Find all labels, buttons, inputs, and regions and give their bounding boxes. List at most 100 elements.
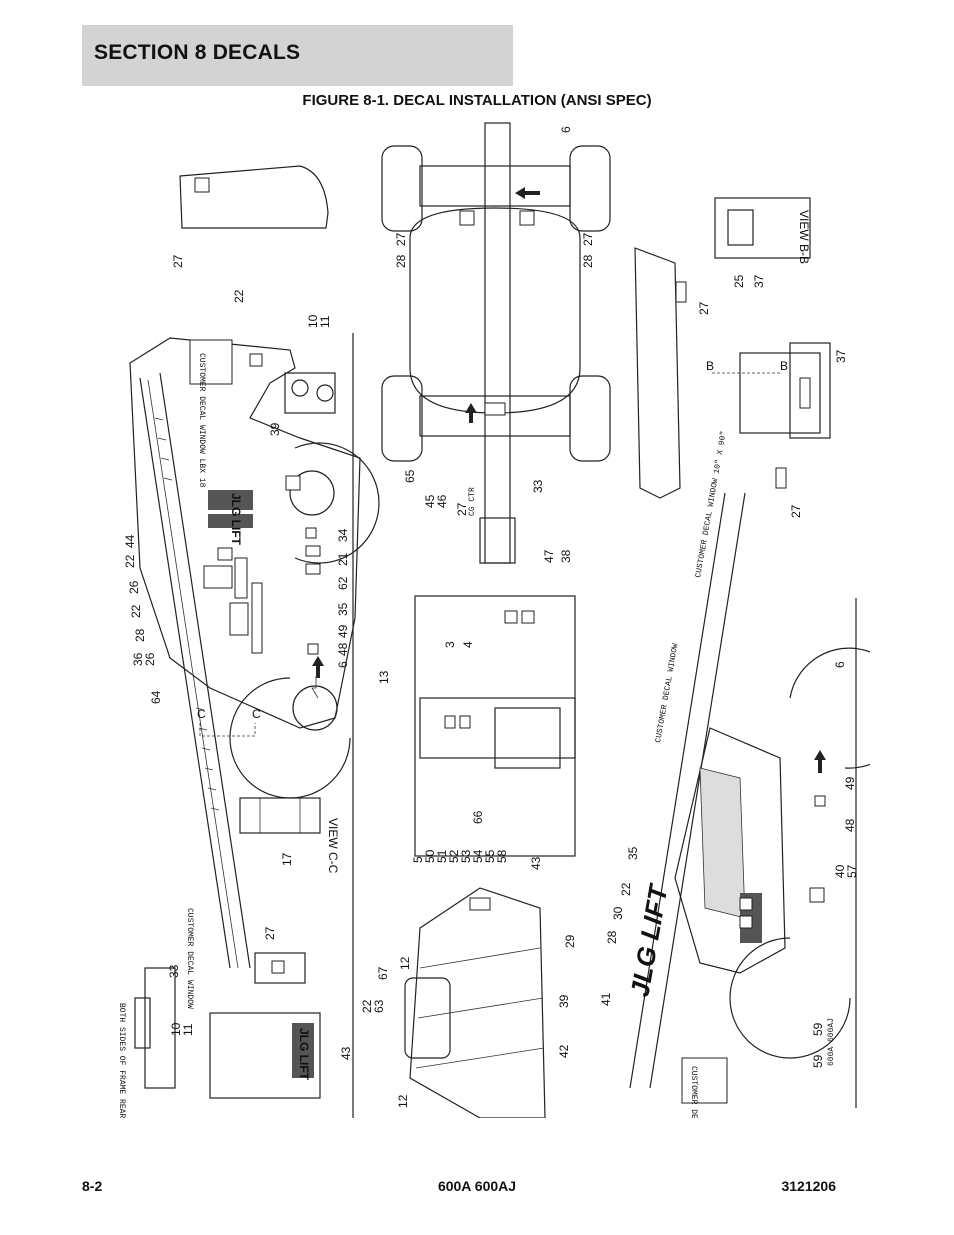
callout-12-b: 12 [396,1094,410,1108]
customer-decal-lbx-note: CUSTOMER DECAL WINDOW LBX 18 [197,353,206,488]
callout-6-a: 6 [336,661,350,668]
callout-6-b: 6 [559,126,573,133]
view-bb-label: VIEW B-B [797,210,811,264]
callout-63: 63 [372,999,386,1013]
callout-27-f: 27 [697,301,711,315]
model-note-right: 600A 600AJ [827,1018,836,1066]
callout-30: 30 [611,906,625,920]
callout-55: 55 [483,849,497,863]
engine-view: 47 38 13 3 4 66 [377,549,576,857]
figure-title: FIGURE 8-1. DECAL INSTALLATION (ANSI SPE… [302,92,652,109]
both-sides-frame-rear-note: BOTH SIDES OF FRAME REAR [117,1003,126,1118]
decal-installation-drawing: CUSTOMER DECAL WINDOW LBX 18 JLG LIFT [117,122,870,1118]
callout-26-b: 26 [143,652,157,666]
callout-35-a: 35 [336,602,350,616]
callout-40: 40 [833,864,847,878]
right-upper-views: VIEW B-B B B 25 37 27 37 27 [634,197,848,518]
footer-model: 600A 600AJ [437,1178,517,1194]
callout-12-a: 12 [398,956,412,970]
callout-3: 3 [443,641,457,648]
callout-57: 57 [845,864,859,878]
callout-13: 13 [377,670,391,684]
callout-53: 53 [459,849,473,863]
callout-44: 44 [123,534,137,548]
callout-27-a: 27 [171,254,185,268]
callout-6-c: 6 [833,661,847,668]
brand-logo-left: JLG LIFT [229,493,243,546]
section-c-marker-1: C [197,707,206,721]
top-chassis-view: 6 28 27 28 27 65 46 45 27 CG CTR 33 [381,122,611,564]
callout-28-b: 28 [394,254,408,268]
page-number: 8-2 [82,1178,103,1194]
callout-58: 58 [495,849,509,863]
section-b-marker-2: B [780,359,788,373]
callout-27-d: 27 [581,232,595,246]
callout-66: 66 [471,810,485,824]
callout-11-b: 11 [181,1023,195,1036]
callout-22-d: 22 [360,999,374,1013]
right-side-view: CUSTOMER DECAL WINDOW 10" X 90" CUSTOMER… [599,430,870,1118]
callout-11-a: 11 [318,315,332,328]
callout-64: 64 [149,690,163,704]
callout-27-b: 27 [263,926,277,940]
callout-27-e: 27 [455,502,469,516]
callout-39-b: 39 [557,994,571,1008]
callout-48-b: 48 [843,818,857,832]
callout-28-c: 28 [581,254,595,268]
callout-27-c: 27 [394,232,408,246]
section-title: SECTION 8 DECALS [94,41,301,64]
callout-5: 5 [411,856,425,863]
callout-45: 45 [423,494,437,508]
callout-26-a: 26 [127,580,141,594]
callout-59-a: 59 [811,1022,825,1036]
callout-62: 62 [336,576,350,590]
callout-59-b: 59 [811,1054,825,1068]
section-banner: SECTION 8 DECALS [82,25,513,86]
cg-label: CG CTR [468,487,477,516]
callout-10-b: 10 [169,1022,183,1036]
view-cc-label: VIEW C-C [326,818,340,874]
callout-43-a: 43 [339,1046,353,1060]
callout-65: 65 [403,469,417,483]
callout-67: 67 [376,966,390,980]
callout-41: 41 [599,992,613,1006]
callout-43-b: 43 [529,856,543,870]
callout-33-b: 33 [531,479,545,493]
callout-48-a: 48 [336,642,350,656]
customer-decal-lbx-right-note: CUSTOMER DECAL WINDOW LBX 18 [689,1066,698,1118]
brand-logo-platform-left: JLG LIFT [297,1028,311,1081]
callout-49-a: 49 [336,624,350,638]
callout-37-a: 37 [752,274,766,288]
callout-37-b: 37 [834,349,848,363]
callout-50: 50 [423,849,437,863]
callout-42: 42 [557,1044,571,1058]
callout-4: 4 [461,641,475,648]
section-b-marker-1: B [706,359,714,373]
left-side-view: CUSTOMER DECAL WINDOW LBX 18 JLG LIFT [117,165,380,1118]
callout-49-b: 49 [843,776,857,790]
callout-34: 34 [336,528,350,542]
callout-28-d: 28 [605,930,619,944]
callout-46: 46 [435,494,449,508]
platform-view: 5 50 51 52 53 54 55 58 43 67 12 22 63 29… [360,849,577,1118]
callout-29: 29 [563,934,577,948]
callout-28-a: 28 [133,628,147,642]
brand-logo-right: JLG LIFT [624,881,673,999]
callout-22-c: 22 [129,604,143,618]
callout-51: 51 [435,849,449,863]
callout-39-a: 39 [268,422,282,436]
callout-38: 38 [559,549,573,563]
callout-21: 21 [336,552,350,566]
doc-number: 3121206 [781,1178,836,1194]
callout-17: 17 [280,852,294,866]
callout-52: 52 [447,849,461,863]
customer-decal-window-boom-left: CUSTOMER DECAL WINDOW [185,908,194,1009]
section-c-marker-2: C [252,707,261,721]
callout-27-g: 27 [789,504,803,518]
callout-22-a: 22 [232,289,246,303]
callout-36: 36 [131,652,145,666]
callout-25: 25 [732,274,746,288]
callout-22-b: 22 [123,554,137,568]
customer-decal-window-boom-right: CUSTOMER DECAL WINDOW [654,642,680,743]
callout-33-a: 33 [167,964,181,978]
